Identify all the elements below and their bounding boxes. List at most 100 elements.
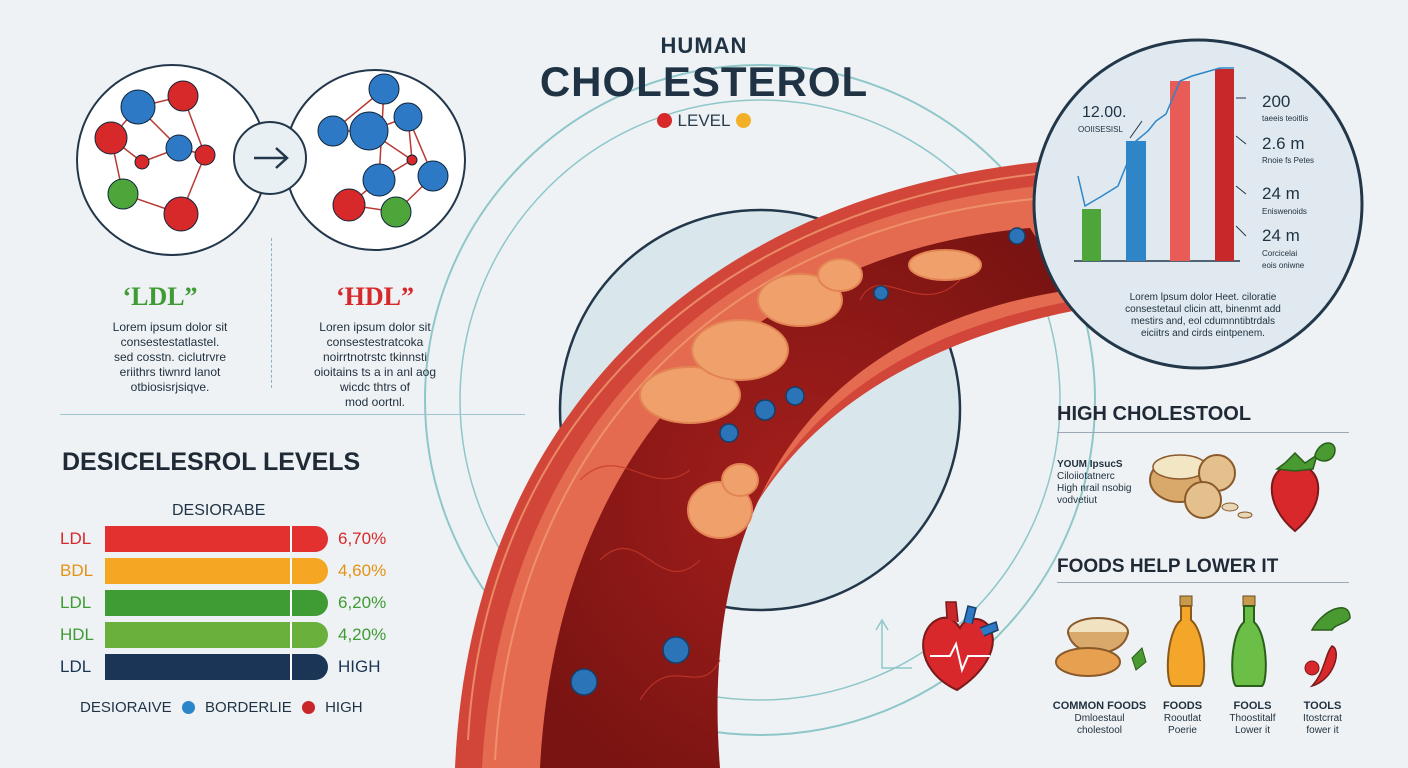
ldl-text-line: consestestatlastel. (120, 335, 220, 349)
ldl-description: Lorem ipsum dolor sit consestestatlastel… (70, 320, 270, 395)
food-item-line: Rooutlat (1163, 713, 1202, 724)
ldl-label: ‘LDL” (122, 282, 198, 311)
high-text-line: Ciloiiotatnerc (1057, 471, 1115, 482)
level-row-label: LDL (60, 657, 92, 676)
section-divider (60, 414, 525, 415)
level-bar (105, 558, 328, 584)
ldl-text-line: sed cosstn. ciclutrvre (113, 350, 227, 364)
hdl-text-line: oioitains ts a in anl aog (313, 365, 437, 379)
inset-text-line: Lorem lpsum dolor Heet. ciloratie (1129, 292, 1277, 303)
food-item-name: COMMON FOODS (1052, 700, 1147, 712)
inset-text-line: eiciitrs and cirds eintpenem. (1141, 328, 1265, 339)
hdl-label: ‘HDL” (336, 282, 414, 311)
hdl-description: Loren ipsum dolor sit consestestratcoka … (280, 320, 470, 410)
food-item-line: Lower it (1234, 725, 1270, 736)
level-row-value: 4,60% (338, 561, 387, 580)
artery-lumen (540, 228, 1070, 768)
high-description: YOUM IpsucS Ciloiiotatnerc High nrail ns… (1057, 459, 1132, 507)
food-item-line: cholestool (1076, 725, 1123, 736)
high-section-rule (1057, 432, 1349, 433)
high-text-line: YOUM IpsucS (1057, 459, 1123, 470)
level-row-label: BDL (60, 561, 94, 580)
heart-icon (875, 601, 999, 692)
foods-section-rule (1057, 582, 1349, 583)
level-bar (105, 526, 328, 552)
food-item: TOOLS Itostcrrat fower it (1290, 700, 1355, 737)
arrow-right-icon (254, 147, 289, 169)
level-legend: LEVEL (0, 111, 1408, 131)
hdl-text-line: consestestratcoka (326, 335, 424, 349)
chart-right-value: 24 m (1262, 184, 1300, 203)
food-item: FOOLS Thoostitalf Lower it (1215, 700, 1290, 737)
chart-right-caption: Corcicelai (1262, 249, 1298, 258)
chart-right-value: 24 m (1262, 226, 1300, 245)
food-item-line: Thoostitalf (1229, 713, 1276, 724)
orange-dot-icon (736, 113, 752, 128)
chart-right-caption: taeeis teoitlis (1262, 114, 1309, 123)
ldl-text-line: otbiosisrjsiqve. (130, 380, 210, 394)
chart-right-caption: Eniswenoids (1262, 207, 1307, 216)
cheese-bowl-icon (1149, 454, 1253, 519)
food-item-name: FOODS (1162, 700, 1203, 712)
chart-left-caption: OOIISESISL (1078, 125, 1123, 134)
levels-heading: DESICELESROL LEVELS (62, 448, 361, 476)
chart-bar-pink (1170, 81, 1190, 261)
level-bar (105, 590, 328, 616)
hdl-particles (570, 227, 1026, 696)
oil-bottle-icon (1166, 595, 1206, 687)
inset-text-line: consestetaul clicin att, binenmt add (1125, 304, 1281, 315)
food-item-name: FOOLS (1233, 700, 1272, 712)
chart-right-caption: Rnoie fs Petes (1262, 156, 1315, 165)
foods-illustration (1055, 595, 1351, 688)
divider-dotted (271, 238, 272, 388)
food-item: COMMON FOODS Dmloestaul cholestool (1052, 700, 1147, 737)
trend-line (1077, 67, 1234, 208)
hdl-text-line: noirrtnotrstc tkinnsti (322, 350, 428, 364)
high-text-line: vodvetiut (1057, 495, 1098, 506)
level-row-label: LDL (60, 593, 92, 612)
pepper-icon (1304, 607, 1351, 688)
chart-left-value: 12.00. (1082, 104, 1127, 121)
food-item: FOODS Rooutlat Poerie (1150, 700, 1215, 737)
hdl-text-line: Loren ipsum dolor sit (319, 320, 431, 334)
ldl-text-line: Lorem ipsum dolor sit (112, 320, 228, 334)
chart-bar-red (1215, 69, 1234, 261)
hdl-text-line: wicdc thtrs of (339, 380, 411, 394)
chart-bar-green (1082, 209, 1101, 261)
ldl-text-line: eriithrs tiwnrd lanot (119, 365, 221, 379)
level-row-label: HDL (60, 625, 95, 644)
level-row-value: HIGH (338, 657, 381, 676)
food-item-line: Poerie (1168, 725, 1197, 736)
foods-heading: FOODS HELP LOWER IT (1057, 556, 1279, 577)
food-item-line: Dmloestaul (1074, 713, 1125, 724)
hdl-text-line: mod oortnl. (344, 395, 406, 409)
red-dot-icon (656, 113, 672, 128)
high-foods-illustration (1149, 442, 1336, 533)
title-prefix: HUMAN (660, 33, 748, 58)
inset-circle (1032, 38, 1364, 370)
chart-right-caption-extra: eois oniwne (1262, 261, 1305, 270)
red-dot-icon (301, 701, 315, 714)
inset-chart (1032, 38, 1364, 370)
blue-dot-icon (181, 701, 195, 714)
molecule-diagrams (76, 64, 466, 256)
leader-line (1129, 120, 1143, 139)
inset-description: Lorem lpsum dolor Heet. ciloratie conses… (1098, 292, 1308, 340)
level-row-value: 4,20% (338, 625, 387, 644)
oat-bowl-icon (1055, 617, 1147, 677)
legend-high: HIGH (325, 699, 363, 716)
level-row-label: LDL (60, 529, 92, 548)
food-item-line: fower it (1306, 725, 1339, 736)
legend-borderline: BORDERLIE (205, 699, 292, 716)
plaque-deposits (639, 249, 982, 539)
level-bar (105, 622, 328, 648)
inset-text-line: mestirs and, eol cdumnntibtrdals (1131, 316, 1275, 327)
high-cholesterol-heading: HIGH CHOLESTOOL (1057, 403, 1252, 425)
food-item-name: TOOLS (1303, 700, 1342, 712)
food-item-line: Itostcrrat (1303, 713, 1342, 724)
level-row-value: 6,70% (338, 529, 387, 548)
strawberry-icon (1270, 442, 1336, 533)
chart-right-value: 200 (1262, 92, 1291, 111)
green-bottle-icon (1231, 595, 1267, 687)
legend-desirable: DESIORAIVE (80, 699, 172, 716)
